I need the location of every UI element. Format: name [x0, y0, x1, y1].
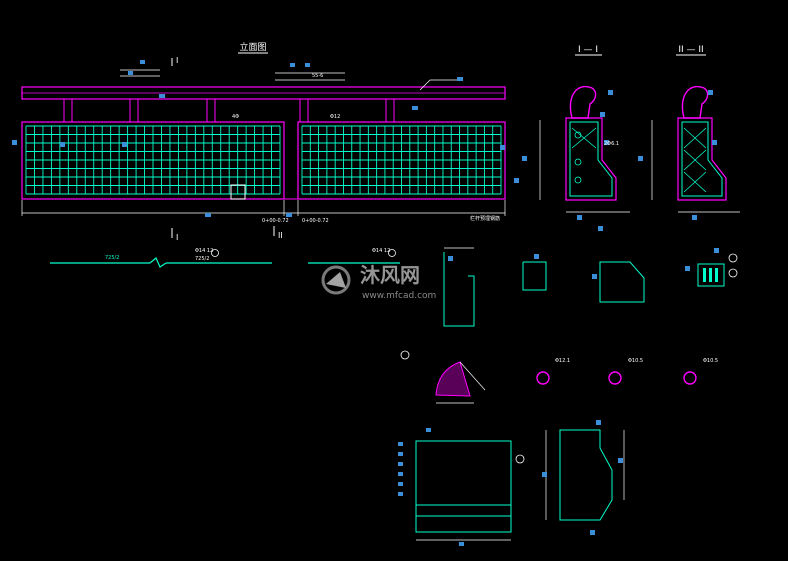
- section-ii-ii: II — II: [638, 45, 740, 220]
- note-embedded-rebar: 栏杆预埋钢筋: [470, 215, 500, 222]
- svg-text:0+00-0.72: 0+00-0.72: [262, 218, 289, 224]
- brand-logo-icon: [321, 265, 351, 295]
- rebar-label-left-sub: 725/2: [195, 256, 209, 262]
- rail-posts: [63, 99, 395, 122]
- rebar-label-left: Φ14 12: [195, 248, 213, 254]
- callout-circle-icon: [211, 249, 219, 257]
- rebar-detail-lines: 725/2 Φ14 12 725/2 Φ14 12: [50, 248, 400, 268]
- callout-circle-icon: [388, 249, 396, 257]
- top-dimensions: [120, 69, 460, 91]
- svg-text:2Φ6.1: 2Φ6.1: [604, 141, 619, 147]
- rebar-grid-right: [301, 125, 502, 195]
- watermark-url: www.mfcad.com: [362, 291, 436, 301]
- svg-text:Φ10.5: Φ10.5: [703, 358, 718, 364]
- svg-text:725/2: 725/2: [105, 255, 119, 261]
- rebar-shape-details: [443, 247, 738, 327]
- rebar-grid-left: [25, 125, 281, 195]
- elevation-title: 立面图: [239, 41, 266, 53]
- hatched-anchor-detail: [400, 350, 486, 404]
- section-marker-i-bottom: I: [176, 233, 178, 242]
- rebar-label-right: Φ14 12: [372, 248, 390, 254]
- side-profile-detail: [542, 420, 625, 535]
- svg-text:Φ12: Φ12: [330, 114, 340, 120]
- anchor-plate-detail: [398, 428, 525, 546]
- svg-text:0+00-0.72: 0+00-0.72: [302, 218, 329, 224]
- section-marker-ii-bottom: II: [278, 231, 283, 240]
- section-marker-i-top: I: [176, 56, 178, 65]
- ring-rebar-details: [536, 371, 697, 385]
- svg-text:Φ12.1: Φ12.1: [555, 358, 570, 364]
- svg-text:55-6: 55-6: [312, 73, 323, 79]
- section-i-title: I — I: [578, 45, 598, 55]
- watermark-brand: 沐风网: [360, 263, 420, 287]
- elevation-view: 立面图 I I II: [12, 41, 519, 242]
- dimension-tags-top: [12, 60, 519, 217]
- watermark: 沐风网 www.mfcad.com: [321, 263, 436, 301]
- svg-text:4Φ: 4Φ: [232, 114, 239, 120]
- svg-text:Φ10.5: Φ10.5: [628, 358, 643, 364]
- section-i-i: I — I 2Φ6.1: [522, 45, 630, 231]
- section-ii-title: II — II: [678, 45, 703, 55]
